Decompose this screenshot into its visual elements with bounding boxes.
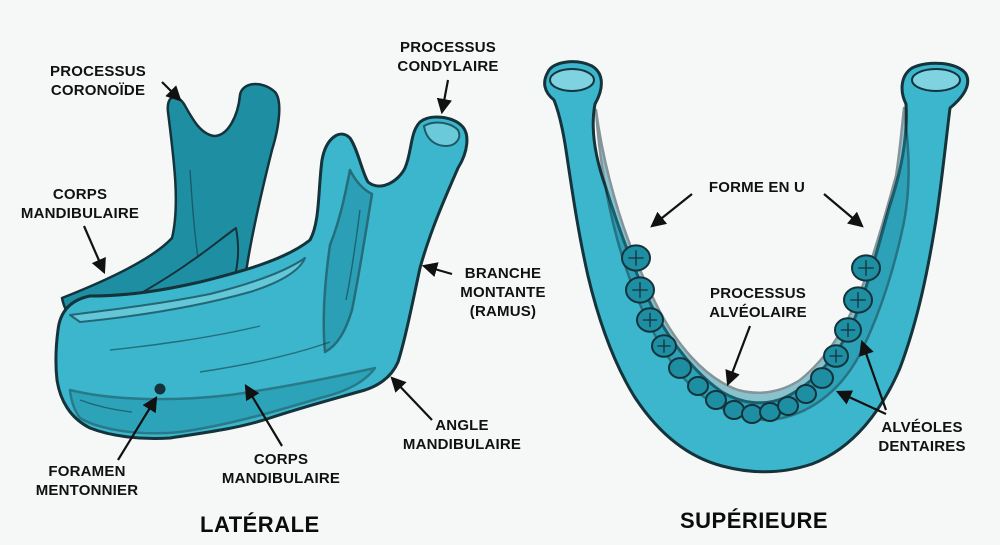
dental-alveolus [823,344,849,368]
dental-alveolus [621,244,651,272]
alveolus-socket [687,376,709,396]
label-arrows [82,79,888,461]
alveolus-socket [777,396,799,416]
dental-alveolus [777,396,799,416]
arrow-foramen [117,396,158,461]
molar-cusp-lines [840,322,856,338]
label-dental-alveoli: ALVÉOLES DENTAIRES [878,419,966,455]
dental-alveolus [759,402,781,422]
molar-cusp-lines [858,260,874,276]
arrow-coronoid [161,81,182,102]
label-coronoid-process: PROCESSUS CORONOÏDE [50,63,146,99]
alveolus-socket [795,384,817,404]
dental-alveolus [851,254,881,282]
label-condylar-process: PROCESSUS CONDYLAIRE [397,39,499,75]
label-body-lower: CORPS MANDIBULAIRE [221,451,341,487]
left-condyle-top [549,68,595,92]
molar-cusp-lines [642,312,658,328]
label-u-shape: FORME EN U [708,179,806,196]
alveolus-socket [723,400,745,420]
lateral-surface-lines [79,169,361,413]
dental-alveolus [834,317,862,343]
dental-alveolus [795,384,817,404]
alveolus-socket [759,402,781,422]
dental-alveolus [810,367,834,389]
dental-alveolus [668,357,692,379]
alveolus-socket [810,367,834,389]
dental-alveolus [651,334,677,358]
dental-alveolus [741,404,763,424]
molar-cusp-lines [829,349,843,363]
alveolus-socket [668,357,692,379]
dental-alveolus [687,376,709,396]
molar-cusp-lines [632,282,648,298]
label-ramus: BRANCHE MONTANTE (RAMUS) [460,265,546,320]
arrow-body-lower [244,384,283,447]
arrow-alveoli-1 [859,339,888,411]
label-mandibular-angle: ANGLE MANDIBULAIRE [402,417,522,453]
dental-alveolus [636,307,664,333]
dental-alveolus [705,390,727,410]
lateral-mandible [54,82,469,440]
arrow-alveolar [725,325,752,387]
alveolus-socket [705,390,727,410]
mental-foramen [154,383,166,395]
superior-mandible [543,60,970,474]
arrow-u-left [650,193,693,228]
dental-alveolus [843,286,873,314]
dental-alveoli-group [621,244,881,424]
dental-alveolus [625,276,655,304]
body-shading [68,366,377,435]
molar-cusp-lines [628,250,644,266]
arrow-angle [390,376,433,421]
right-condyle-top [911,68,961,92]
molar-cusp-lines [850,292,866,308]
alveolus-socket [741,404,763,424]
label-alveolar-process: PROCESSUS ALVÉOLAIRE [709,285,807,321]
molar-cusp-lines [657,339,671,353]
view-title-lateral: LATÉRALE [200,512,320,537]
label-body-upper: CORPS MANDIBULAIRE [20,186,140,222]
arrow-condylar [436,79,452,115]
dental-alveolus [723,400,745,420]
condyle-head [423,121,461,147]
body-highlight [69,257,306,323]
arrow-alveoli-2 [835,390,887,415]
label-mental-foramen: FORAMEN MENTONNIER [35,463,139,499]
arrow-u-right [823,193,864,228]
arrow-body-upper [82,225,106,275]
view-title-superior: SUPÉRIEURE [680,508,829,533]
arrow-ramus [421,262,453,277]
